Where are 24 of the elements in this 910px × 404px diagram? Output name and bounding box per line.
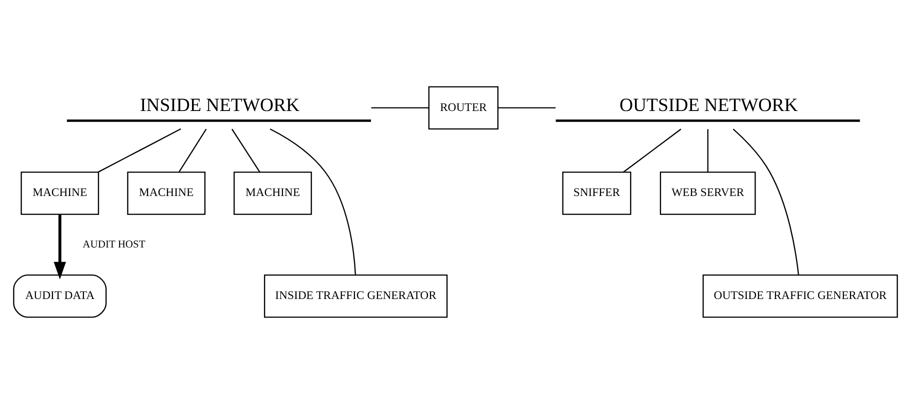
node-box: SNIFFER xyxy=(562,172,631,215)
node-box: MACHINE xyxy=(20,172,99,215)
node-box xyxy=(555,120,860,122)
node-box: OUTSIDE TRAFFIC GENERATOR xyxy=(702,274,898,318)
connector xyxy=(498,107,556,108)
connector xyxy=(178,128,206,172)
node-label: INSIDE NETWORK xyxy=(139,95,299,116)
node-box xyxy=(66,120,370,122)
node-box: INSIDE TRAFFIC GENERATOR xyxy=(263,274,448,318)
node-box: MACHINE xyxy=(233,172,312,215)
connector xyxy=(732,128,799,276)
arrow xyxy=(53,214,66,280)
connector xyxy=(706,129,708,172)
node-box: AUDIT DATA xyxy=(12,274,106,318)
node-box: WEB SERVER xyxy=(659,172,756,215)
node-box: ROUTER xyxy=(428,86,498,130)
connector xyxy=(370,107,428,108)
connector xyxy=(230,128,260,172)
connector xyxy=(269,128,356,275)
node-label: OUTSIDE NETWORK xyxy=(619,95,798,116)
node-box: MACHINE xyxy=(126,172,205,215)
connector xyxy=(97,128,181,173)
edge-label: AUDIT HOST xyxy=(82,239,145,250)
connector xyxy=(622,128,681,173)
